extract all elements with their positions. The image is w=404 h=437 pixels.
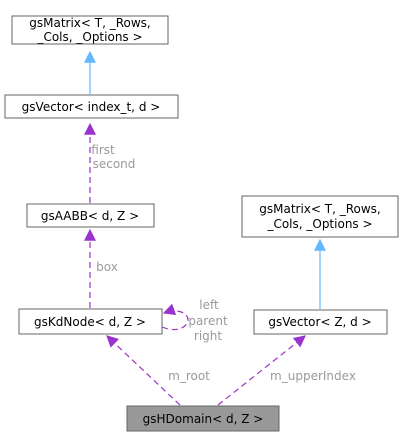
edge-label-right: right	[194, 329, 222, 343]
edge-label-m-root: m_root	[168, 369, 210, 383]
node-gsvector-index[interactable]: gsVector< index_t, d >	[4, 94, 179, 119]
node-gsmatrix-right[interactable]: gsMatrix< T, _Rows, _Cols, _Options >	[241, 195, 399, 238]
edge-label-m-upperindex: m_upperIndex	[270, 369, 356, 383]
node-gsvector-z[interactable]: gsVector< Z, d >	[253, 309, 388, 335]
edge-label-left: left	[199, 298, 219, 312]
node-gsaabb-label: gsAABB< d, Z >	[41, 209, 139, 223]
edge-label-first: first	[91, 143, 115, 157]
edge-label-parent: parent	[188, 314, 228, 328]
node-gsmatrix-right-line1: gsMatrix< T, _Rows,	[259, 202, 381, 216]
node-gshdomain-label: gsHDomain< d, Z >	[143, 412, 264, 426]
node-gsaabb[interactable]: gsAABB< d, Z >	[26, 203, 155, 228]
node-gsmatrix-top-line1: gsMatrix< T, _Rows,	[29, 16, 151, 30]
node-gsmatrix-right-line2: _Cols, _Options >	[266, 217, 372, 231]
edge-m-root	[106, 335, 181, 406]
node-gsvector-z-label: gsVector< Z, d >	[268, 315, 371, 329]
node-gskdnode-label: gsKdNode< d, Z >	[34, 315, 146, 329]
node-gsmatrix-top[interactable]: gsMatrix< T, _Rows, _Cols, _Options >	[11, 15, 169, 45]
node-gsmatrix-top-line2: _Cols, _Options >	[36, 30, 142, 44]
edge-label-box: box	[96, 260, 118, 274]
edge-m-upperindex	[217, 335, 306, 406]
edge-self-loop	[161, 303, 189, 331]
node-gshdomain[interactable]: gsHDomain< d, Z >	[126, 405, 280, 432]
edge-label-second: second	[93, 157, 136, 171]
node-gsvector-index-label: gsVector< index_t, d >	[22, 100, 161, 114]
node-gskdnode[interactable]: gsKdNode< d, Z >	[18, 308, 163, 335]
